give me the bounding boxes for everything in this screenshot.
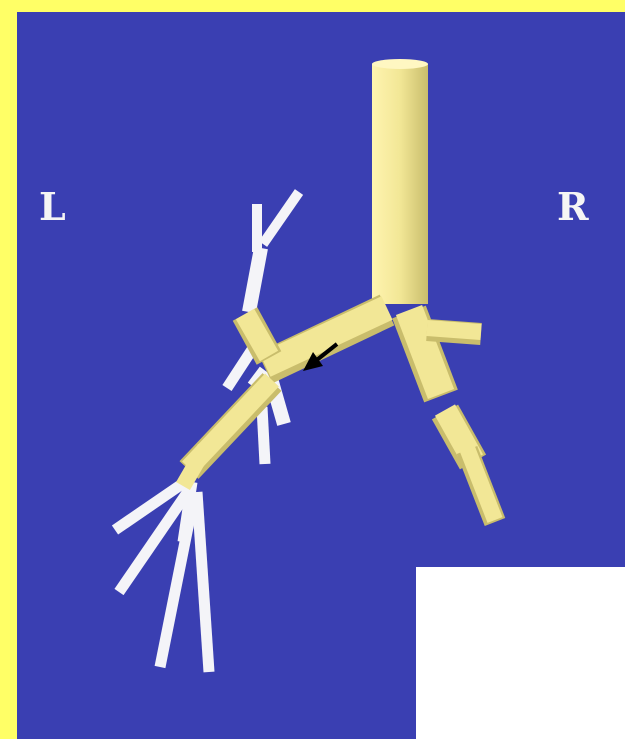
right-side-label: R xyxy=(557,188,589,226)
central-airways xyxy=(183,59,495,522)
render-panel: L R xyxy=(17,12,625,739)
left-side-label: L xyxy=(39,188,66,226)
blank-overlay-box xyxy=(416,567,625,739)
